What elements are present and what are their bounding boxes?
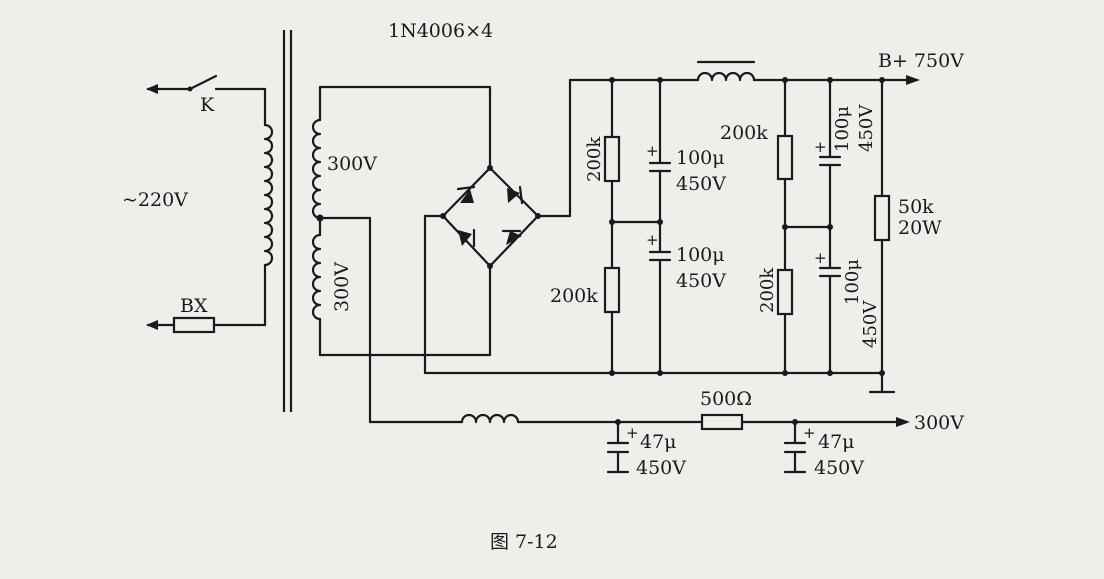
svg-text:+: + [803, 424, 816, 442]
bleeder-value: 50k [898, 196, 934, 218]
resistor-label-3: 200k [720, 122, 768, 144]
cap-1-value: 100μ [676, 147, 725, 169]
cap-1-voltage: 450V [676, 173, 726, 195]
diode-3 [458, 230, 472, 246]
svg-text:+: + [626, 424, 639, 442]
svg-text:+: + [646, 231, 659, 249]
svg-text:+: + [814, 249, 827, 267]
divider-right-caps [818, 78, 842, 375]
cap-2-value: 100μ [676, 244, 725, 266]
svg-text:+: + [646, 142, 659, 160]
cap-2-voltage: 450V [676, 270, 726, 292]
lv-cap-2-voltage: 450V [814, 457, 864, 479]
lv-cap-1-value: 47μ [640, 431, 677, 453]
lv-cap-1 [606, 420, 630, 474]
diode-2 [507, 188, 520, 203]
cap-3-voltage: 450V [856, 104, 877, 152]
fuse-bx [172, 316, 216, 334]
lv-cap-2 [783, 420, 807, 474]
bleeder-power: 20W [898, 217, 942, 239]
lv-choke [460, 413, 520, 424]
bridge-rectifier [440, 85, 541, 357]
mains-input-top [146, 74, 267, 127]
resistor-label-1: 200k [584, 136, 605, 182]
figure-caption: 图 7-12 [490, 531, 558, 553]
hv-rail [568, 60, 920, 85]
diode-4 [506, 231, 522, 245]
svg-text:+: + [814, 138, 827, 156]
winding-lower-label: 300V [331, 262, 353, 312]
switch-label: K [200, 94, 215, 116]
lv-cap-2-value: 47μ [818, 431, 855, 453]
lv-cap-1-voltage: 450V [636, 457, 686, 479]
diode-1 [460, 189, 474, 203]
fuse-label: BX [180, 295, 208, 317]
resistor-label-4: 200k [757, 267, 778, 313]
resistor-500 [700, 413, 744, 431]
bleeder-resistor [873, 78, 891, 375]
divider-left-resistors [603, 78, 663, 375]
divider-left-caps [648, 78, 672, 375]
mains-voltage-label: ~220V [122, 189, 188, 211]
lv-output-label: 300V [914, 412, 964, 434]
rectifier-label: 1N4006×4 [388, 20, 493, 42]
winding-upper-label: 300V [327, 153, 377, 175]
cap-3-value: 100μ [832, 106, 853, 152]
cap-4-value: 100μ [842, 259, 863, 305]
resistor-500-label: 500Ω [700, 388, 752, 410]
switch-k [188, 74, 218, 91]
resistor-label-2: 200k [550, 285, 598, 307]
ground-rail [423, 370, 896, 394]
primary-winding [263, 123, 274, 327]
secondary-winding [311, 85, 492, 424]
cap-4-voltage: 450V [860, 300, 881, 348]
hv-choke [696, 71, 756, 82]
divider-right-resistors [776, 78, 833, 375]
transformer-core [282, 30, 293, 412]
lv-rail [368, 413, 910, 431]
hv-output-label: B+ 750V [878, 50, 964, 72]
mains-input-bottom [146, 316, 267, 334]
